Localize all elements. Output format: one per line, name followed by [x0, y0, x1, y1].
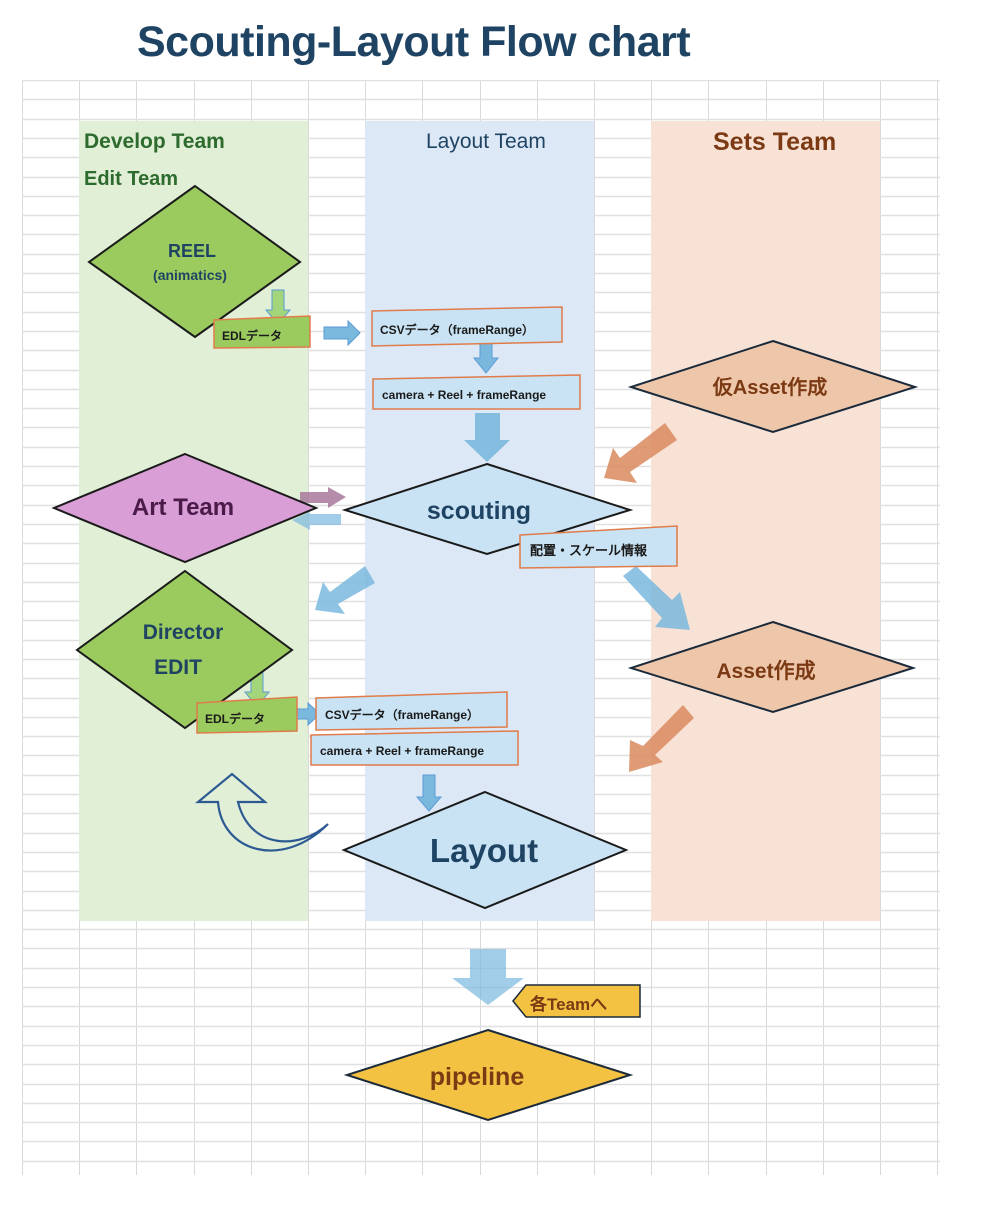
node-temp-asset-label: 仮Asset作成 [712, 375, 827, 399]
box-camera-2: camera + Reel + frameRange [310, 730, 519, 766]
node-asset[interactable]: Asset作成 [627, 620, 917, 714]
node-art-team-label: Art Team [132, 494, 234, 521]
node-reel[interactable]: REEL (animatics) [87, 184, 302, 339]
node-scouting[interactable]: scouting [341, 462, 634, 556]
arrow-camera2-to-layout [415, 774, 443, 812]
curved-return-arrow-icon [194, 772, 329, 852]
arrow-scouting-to-art [292, 512, 341, 530]
node-director-edit[interactable]: Director EDIT [75, 569, 294, 730]
node-reel-sublabel: (animatics) [153, 267, 227, 283]
box-camera-1-label: camera + Reel + frameRange [382, 388, 546, 402]
box-csv-2-label: CSVデータ（frameRange） [325, 707, 479, 722]
box-camera-1: camera + Reel + frameRange [372, 374, 581, 410]
badge-to-teams-label: 各Teamへ [529, 994, 607, 1014]
box-placement-label: 配置・スケール情報 [530, 543, 648, 558]
page-title: Scouting-Layout Flow chart [137, 18, 691, 66]
node-layout[interactable]: Layout [341, 790, 629, 910]
arrow-layout-to-pipeline [452, 949, 524, 1005]
box-csv-2: CSVデータ（frameRange） [315, 691, 508, 731]
box-edl-2: EDLデータ [196, 696, 298, 734]
node-layout-label: Layout [430, 832, 538, 869]
arrow-asset-to-layout [629, 705, 694, 772]
lane-label-develop: Develop Team [84, 130, 225, 153]
box-camera-2-label: camera + Reel + frameRange [320, 744, 484, 758]
node-director-sublabel: EDIT [154, 656, 202, 679]
node-temp-asset[interactable]: 仮Asset作成 [627, 339, 919, 434]
node-reel-label: REEL [168, 241, 216, 261]
box-edl-1-label: EDLデータ [222, 328, 282, 343]
badge-to-teams: 各Teamへ [512, 984, 641, 1018]
box-edl-1: EDLデータ [213, 315, 311, 349]
lane-sets-team [651, 121, 880, 921]
node-director-label: Director [143, 621, 224, 644]
node-scouting-label: scouting [427, 497, 531, 525]
box-csv-1: CSVデータ（frameRange） [371, 306, 563, 347]
arrow-scouting-to-director [315, 566, 375, 614]
node-pipeline-label: pipeline [430, 1063, 525, 1091]
node-pipeline[interactable]: pipeline [343, 1028, 634, 1122]
node-art-team[interactable]: Art Team [51, 452, 319, 564]
box-edl-2-label: EDLデータ [205, 711, 265, 726]
arrow-down-to-scouting [464, 413, 510, 462]
node-asset-label: Asset作成 [716, 659, 815, 683]
arrow-temp-asset-to-scouting [604, 423, 677, 483]
lane-label-sets: Sets Team [713, 128, 837, 156]
arrow-art-to-scouting [300, 487, 346, 508]
arrow-edl-to-csv [323, 319, 361, 347]
lane-sublabel-edit: Edit Team [84, 168, 179, 190]
lane-label-layout: Layout Team [426, 130, 546, 153]
box-csv-1-label: CSVデータ（frameRange） [380, 322, 534, 337]
arrow-scouting-to-asset [623, 566, 690, 630]
box-placement: 配置・スケール情報 [519, 525, 678, 569]
